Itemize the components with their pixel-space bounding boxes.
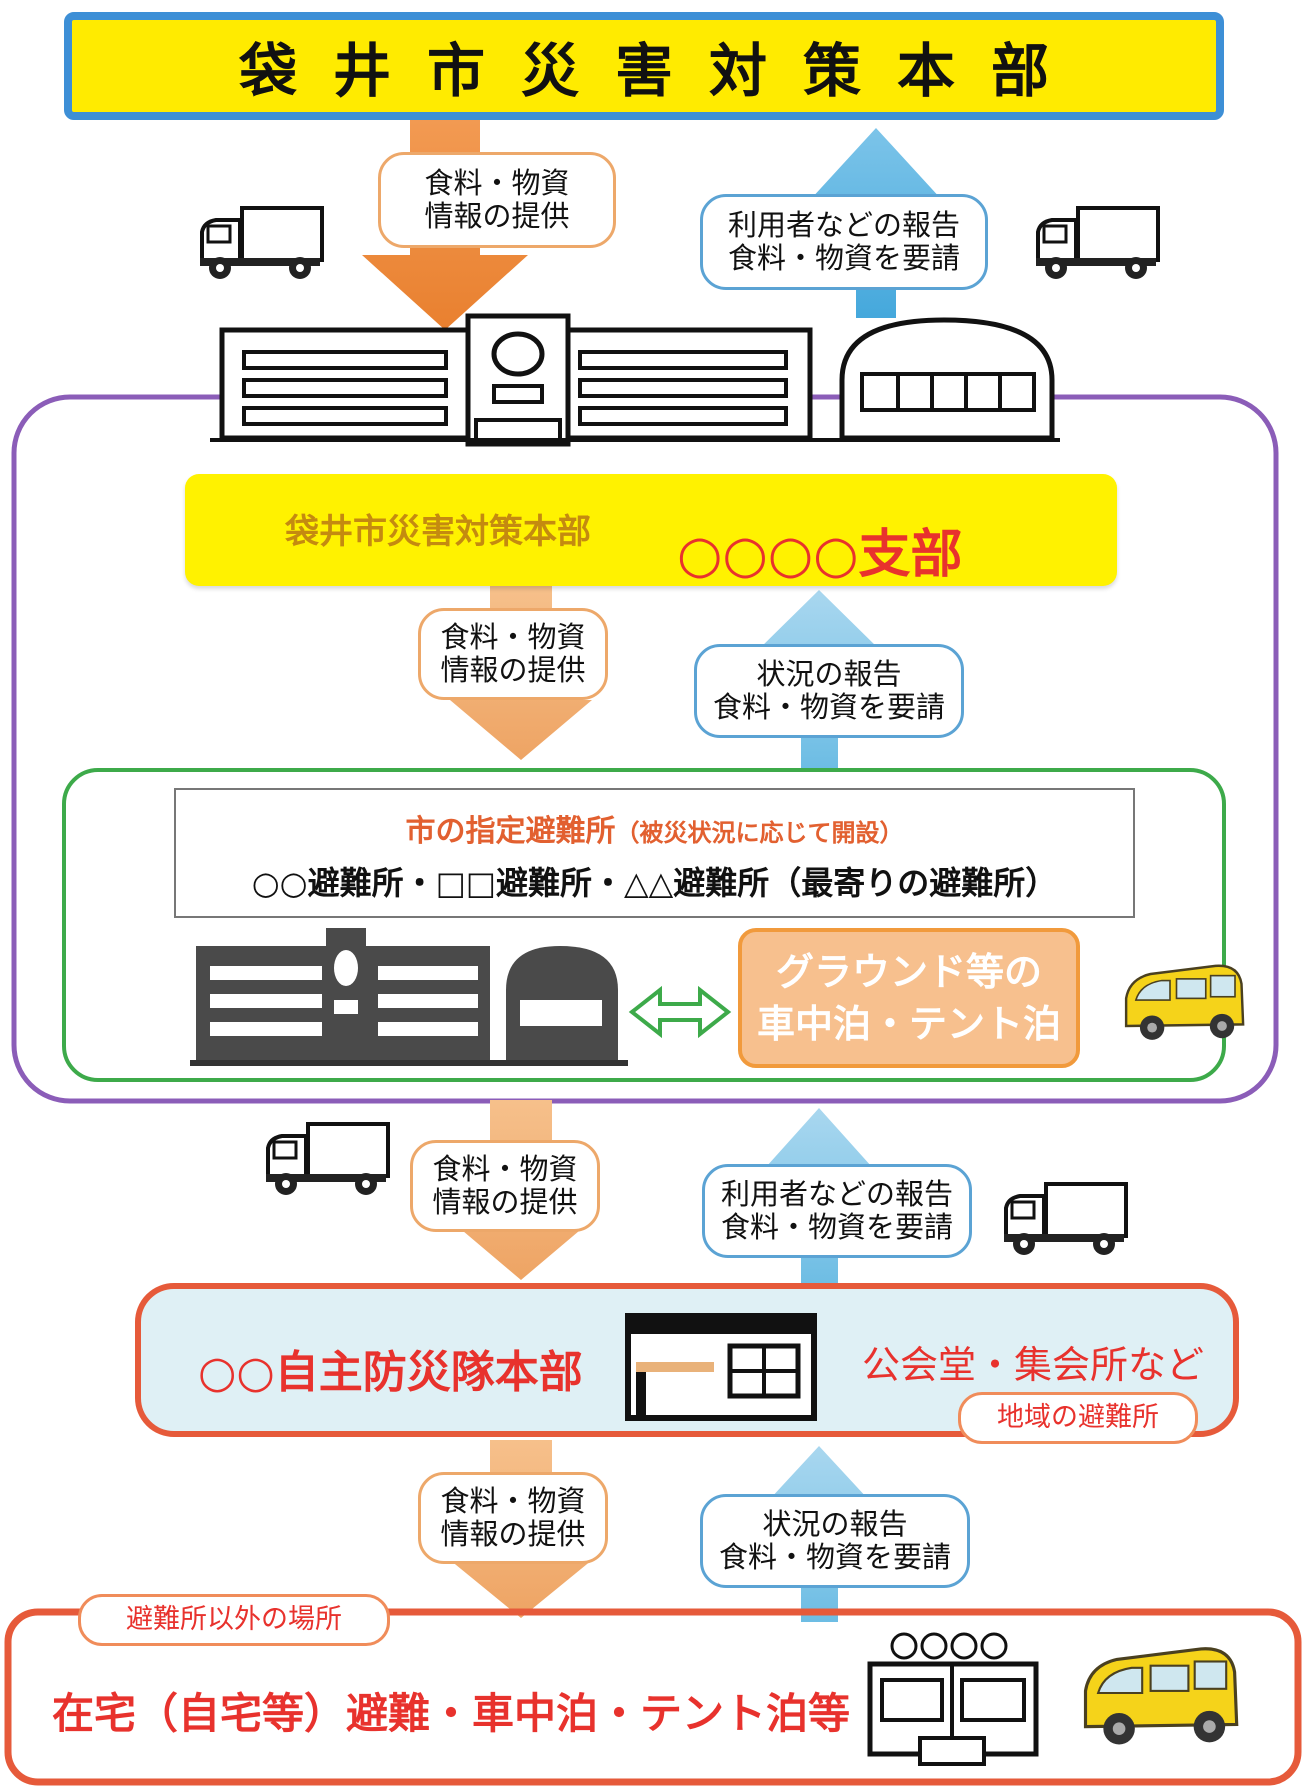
community-place: 公会堂・集会所など <box>862 1343 1205 1387</box>
two-way-arrow-icon <box>628 985 732 1039</box>
up-label-4: 状況の報告 食料・物資を要請 <box>700 1494 970 1588</box>
community-hq-title: ○○自主防災隊本部 <box>198 1347 583 1398</box>
community-hall-icon <box>625 1313 817 1421</box>
truck-icon <box>1002 1182 1128 1257</box>
designated-shelter-frame <box>62 768 1226 1082</box>
designated-shelter-info: 市の指定避難所（被災状況に応じて開設） ○○避難所・□□避難所・△△避難所（最寄… <box>174 788 1135 918</box>
shelter-building <box>190 928 628 1066</box>
down-label-1: 食料・物資 情報の提供 <box>378 152 616 248</box>
van-icon <box>1083 1647 1239 1747</box>
designated-shelter-note: （被災状況に応じて開設） <box>615 819 904 847</box>
designated-shelter-list: ○○避難所・□□避難所・△△避難所（最寄りの避難所） <box>251 864 1058 902</box>
branch-name: ○○○○支部 <box>677 525 963 585</box>
headquarters-title: 袋井市災害対策本部 <box>64 12 1224 120</box>
headquarters-title-text: 袋井市災害対策本部 <box>238 37 1085 105</box>
down-label-2: 食料・物資 情報の提供 <box>418 608 608 700</box>
outside-shelter-label: 在宅（自宅等）避難・車中泊・テント泊等 <box>52 1689 851 1738</box>
designated-shelter-title: 市の指定避難所 <box>405 814 616 849</box>
van-icon <box>1124 964 1245 1042</box>
outside-frame <box>4 1608 1302 1786</box>
school-building-top <box>210 313 1060 447</box>
down-label-4: 食料・物資 情報の提供 <box>418 1472 608 1564</box>
truck-icon <box>264 1122 390 1197</box>
up-label-3: 利用者などの報告 食料・物資を要請 <box>702 1164 972 1258</box>
up-label-1: 利用者などの報告 食料・物資を要請 <box>700 194 988 290</box>
outside-shelter-badge: 避難所以外の場所 <box>78 1594 390 1646</box>
apartment-icon <box>867 1632 1039 1766</box>
branch-hq-label: 袋井市災害対策本部 <box>285 512 591 552</box>
branch-bar: 袋井市災害対策本部 ○○○○支部 <box>185 474 1117 586</box>
local-shelter-badge: 地域の避難所 <box>958 1392 1198 1444</box>
up-label-2: 状況の報告 食料・物資を要請 <box>694 644 964 738</box>
truck-icon <box>1034 206 1160 281</box>
truck-icon <box>198 206 324 281</box>
ground-camping-box: グラウンド等の 車中泊・テント泊 <box>738 928 1080 1068</box>
down-label-3: 食料・物資 情報の提供 <box>410 1140 600 1232</box>
